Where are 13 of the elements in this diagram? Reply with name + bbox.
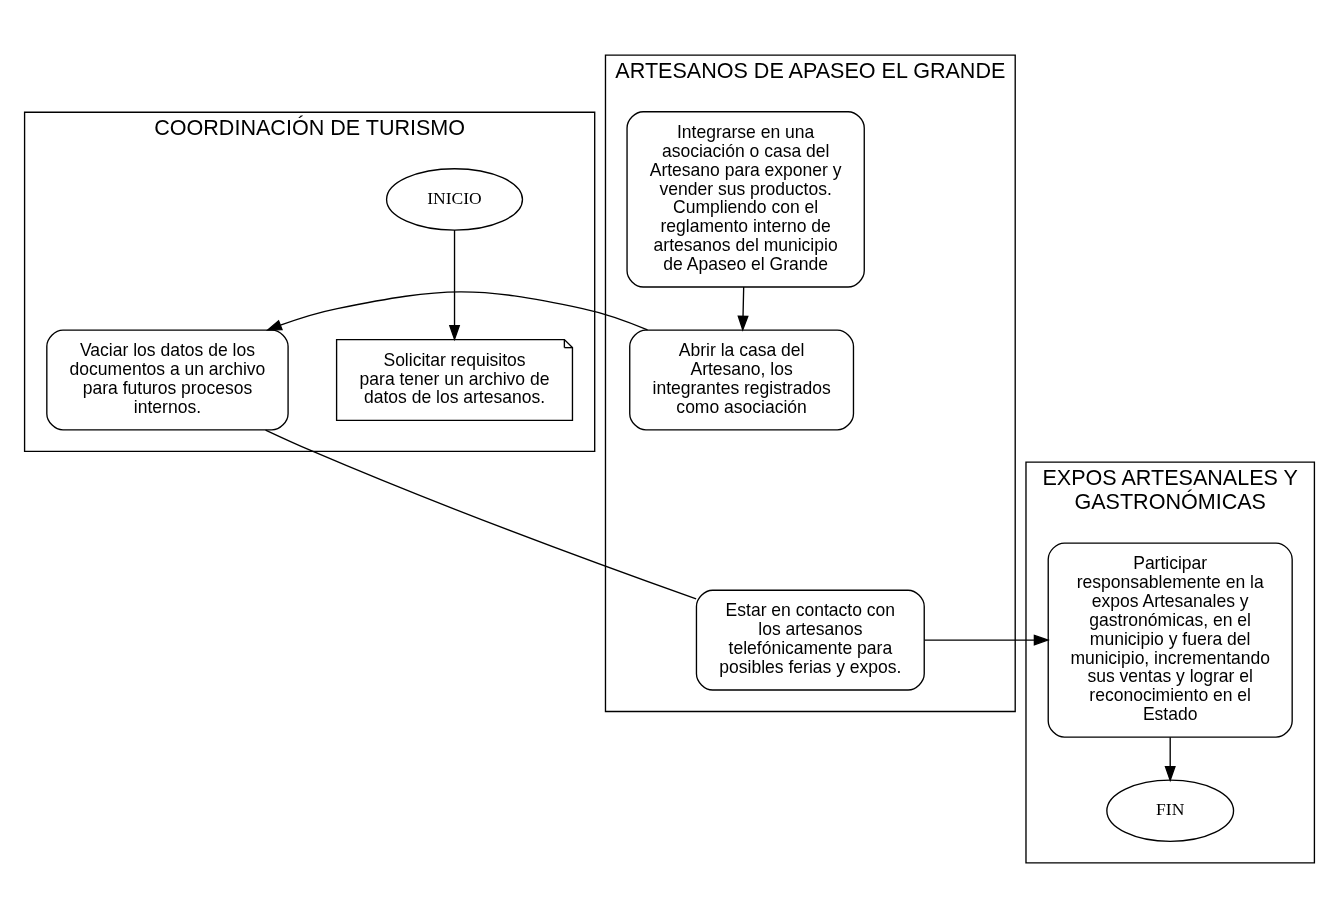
node-box: Vaciar los datos de los documentos a un archivo para futuros procesos internos. xyxy=(46,328,289,431)
node-ellipse: FIN xyxy=(1106,778,1235,842)
node-ellipse: INICIO xyxy=(385,167,524,231)
arrow xyxy=(737,285,749,332)
node-box: Estar en contacto con los artesanos telefónicamente para posibles ferias y expos. xyxy=(695,589,925,691)
connector xyxy=(264,428,697,600)
arrow xyxy=(448,228,461,341)
arrow xyxy=(1164,736,1176,782)
arrow xyxy=(265,290,649,331)
arrow xyxy=(923,633,1050,646)
node-box: Integrarse en una asociación o casa del Artesano para exponer y vender sus productos. Cumpliendo con el reglamento interno de artesanos del municipio de Apaseo el Grande xyxy=(626,110,865,288)
node-box: Abrir la casa del Artesano, los integrantes registrados como asociación xyxy=(629,328,855,431)
node-box: Participar responsablemente en la expos Artesanales y gastronómicas, en el municipio y fuera del municipio, incrementando sus ventas y lograr el reconocimiento en el Estado xyxy=(1047,541,1293,738)
